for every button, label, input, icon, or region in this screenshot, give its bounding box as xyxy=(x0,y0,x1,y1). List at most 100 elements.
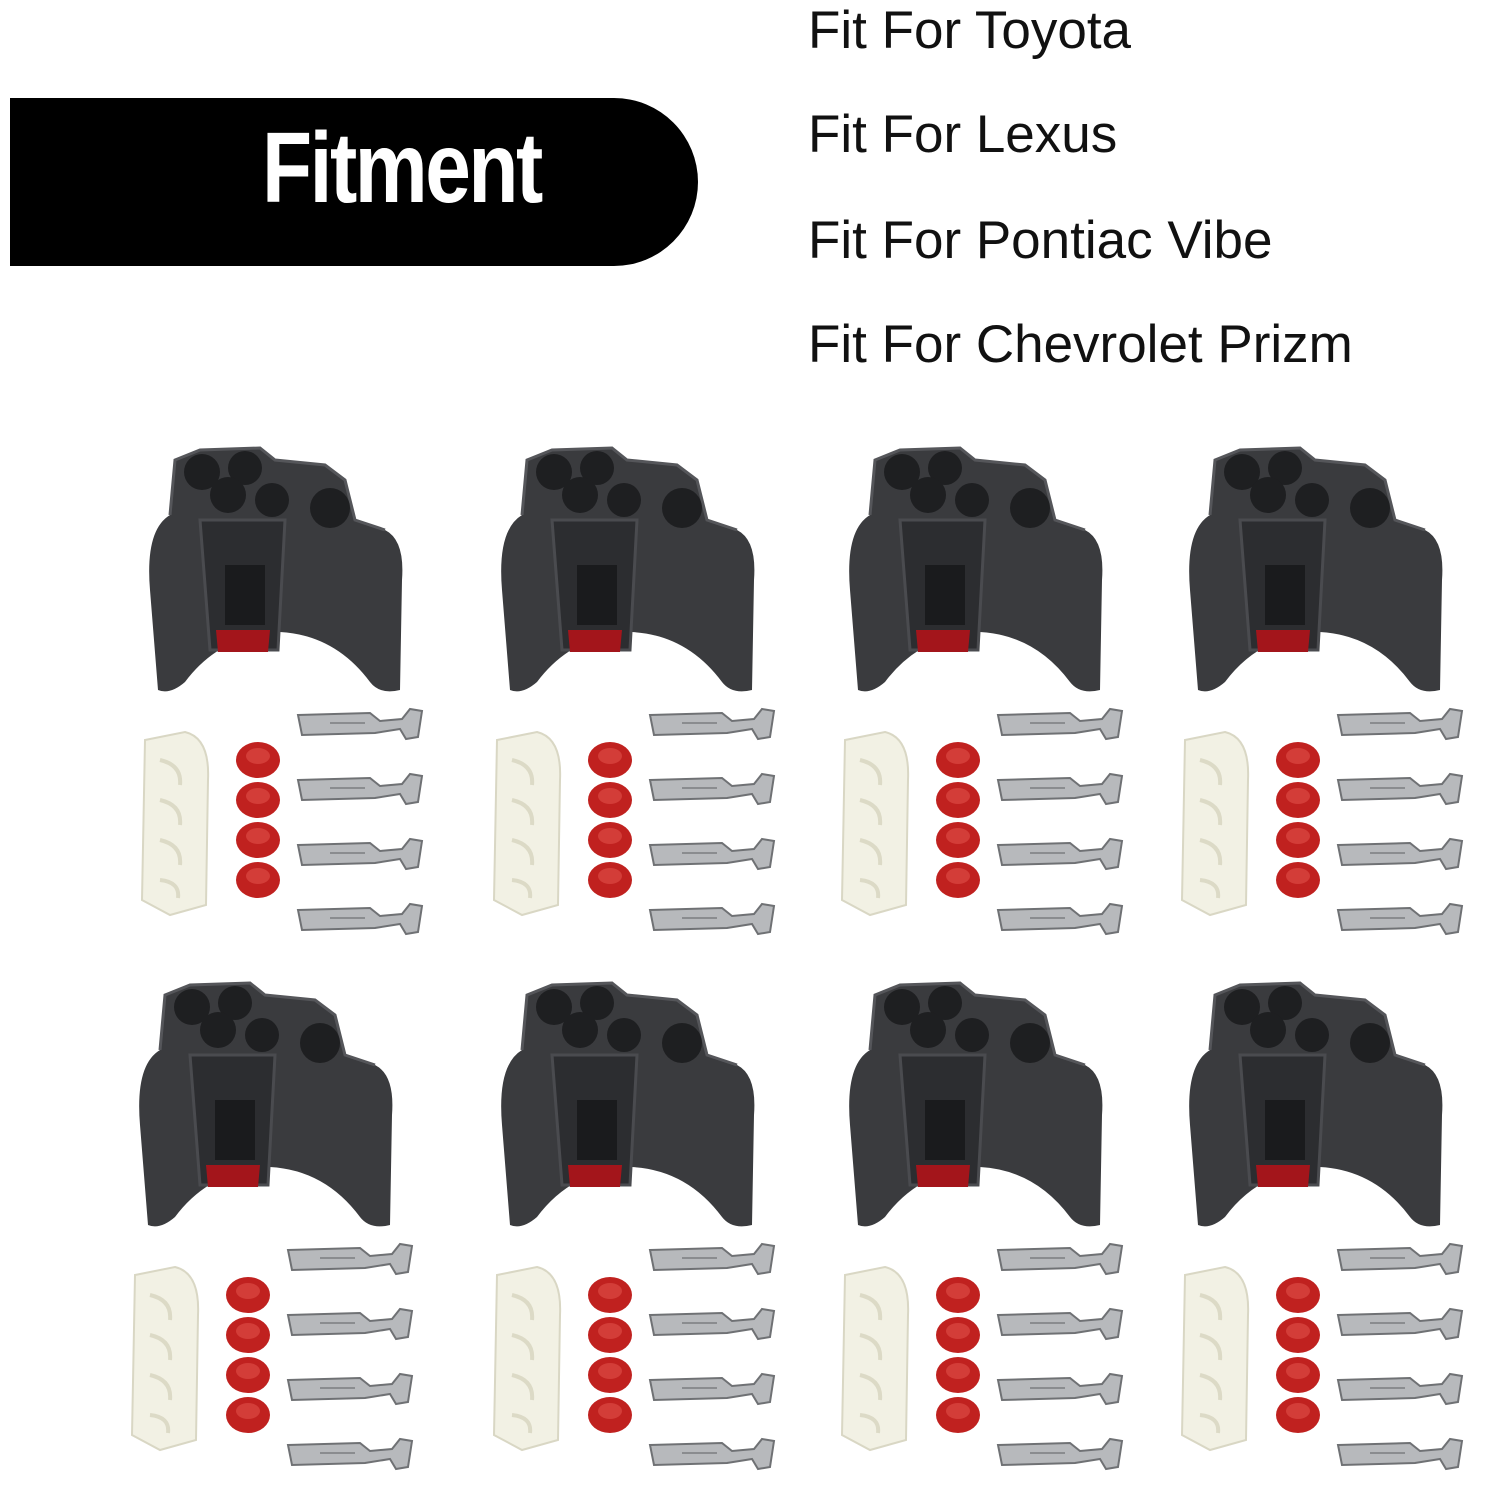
rubber-seal xyxy=(936,742,980,778)
rubber-seal xyxy=(236,742,280,778)
fitment-item-chevrolet: Fit For Chevrolet Prizm xyxy=(808,315,1353,374)
metal-terminal-pin xyxy=(996,902,1124,936)
rubber-seal xyxy=(1276,862,1320,898)
rubber-seal xyxy=(588,1317,632,1353)
white-terminal-insert xyxy=(1180,1265,1250,1452)
rubber-seal xyxy=(236,782,280,818)
metal-terminal-pin xyxy=(296,837,424,871)
metal-terminal-pin xyxy=(1336,1437,1464,1471)
metal-terminal-pin xyxy=(648,1437,776,1471)
rubber-seal xyxy=(1276,742,1320,778)
metal-terminal-pin xyxy=(296,772,424,806)
rubber-seal xyxy=(1276,822,1320,858)
connector-kit-illustration xyxy=(492,981,776,1471)
rubber-seal xyxy=(236,822,280,858)
connector-kit-3 xyxy=(830,420,1130,960)
rubber-seal xyxy=(588,782,632,818)
rubber-seal xyxy=(226,1277,270,1313)
connector-housing xyxy=(849,446,1103,692)
rubber-seal xyxy=(1276,782,1320,818)
connector-kit-illustration xyxy=(1180,446,1464,936)
connector-kit-illustration xyxy=(140,446,424,936)
metal-terminal-pin xyxy=(648,1242,776,1276)
metal-terminal-pin xyxy=(286,1437,414,1471)
white-terminal-insert xyxy=(140,730,210,917)
fitment-banner xyxy=(10,98,698,266)
metal-terminal-pin xyxy=(996,1307,1124,1341)
metal-terminal-pin xyxy=(996,707,1124,741)
rubber-seal xyxy=(936,1317,980,1353)
rubber-seal xyxy=(936,862,980,898)
metal-terminal-pin xyxy=(1336,1372,1464,1406)
metal-terminal-pin xyxy=(996,1372,1124,1406)
fitment-item-pontiac: Fit For Pontiac Vibe xyxy=(808,211,1273,270)
rubber-seal xyxy=(226,1317,270,1353)
fitment-item-lexus: Fit For Lexus xyxy=(808,105,1118,164)
metal-terminal-pin xyxy=(1336,1242,1464,1276)
rubber-seal xyxy=(588,1397,632,1433)
rubber-seal xyxy=(588,822,632,858)
metal-terminal-pin xyxy=(286,1307,414,1341)
connector-kit-6 xyxy=(482,955,782,1495)
metal-terminal-pin xyxy=(286,1242,414,1276)
white-terminal-insert xyxy=(1180,730,1250,917)
connector-housing xyxy=(1189,981,1443,1227)
connector-kit-1 xyxy=(130,420,430,960)
rubber-seal xyxy=(1276,1277,1320,1313)
rubber-seal xyxy=(936,822,980,858)
white-terminal-insert xyxy=(492,1265,562,1452)
rubber-seal xyxy=(236,862,280,898)
metal-terminal-pin xyxy=(648,772,776,806)
metal-terminal-pin xyxy=(996,1437,1124,1471)
rubber-seal xyxy=(588,742,632,778)
metal-terminal-pin xyxy=(296,707,424,741)
rubber-seal xyxy=(226,1357,270,1393)
connector-kit-illustration xyxy=(840,446,1124,936)
fitment-item-toyota: Fit For Toyota xyxy=(808,1,1132,60)
white-terminal-insert xyxy=(840,1265,910,1452)
connector-kit-illustration xyxy=(492,446,776,936)
metal-terminal-pin xyxy=(296,902,424,936)
metal-terminal-pin xyxy=(996,772,1124,806)
rubber-seal xyxy=(1276,1357,1320,1393)
rubber-seal xyxy=(936,782,980,818)
metal-terminal-pin xyxy=(1336,902,1464,936)
metal-terminal-pin xyxy=(1336,837,1464,871)
rubber-seal xyxy=(1276,1397,1320,1433)
metal-terminal-pin xyxy=(648,1307,776,1341)
connector-housing xyxy=(1189,446,1443,692)
fitment-banner-label: Fitment xyxy=(262,112,543,224)
rubber-seal xyxy=(936,1397,980,1433)
connector-kit-illustration xyxy=(840,981,1124,1471)
white-terminal-insert xyxy=(492,730,562,917)
rubber-seal xyxy=(1276,1317,1320,1353)
connector-kit-5 xyxy=(120,955,420,1495)
white-terminal-insert xyxy=(130,1265,200,1452)
rubber-seal xyxy=(936,1277,980,1313)
connector-kit-4 xyxy=(1170,420,1470,960)
metal-terminal-pin xyxy=(996,837,1124,871)
connector-kit-8 xyxy=(1170,955,1470,1495)
metal-terminal-pin xyxy=(286,1372,414,1406)
connector-kit-7 xyxy=(830,955,1130,1495)
rubber-seal xyxy=(588,1357,632,1393)
connector-housing xyxy=(849,981,1103,1227)
metal-terminal-pin xyxy=(1336,707,1464,741)
connector-kit-2 xyxy=(482,420,782,960)
rubber-seal xyxy=(226,1397,270,1433)
connector-kit-illustration xyxy=(130,981,414,1471)
rubber-seal xyxy=(588,862,632,898)
metal-terminal-pin xyxy=(996,1242,1124,1276)
metal-terminal-pin xyxy=(648,837,776,871)
metal-terminal-pin xyxy=(1336,772,1464,806)
connector-housing xyxy=(149,446,403,692)
connector-housing xyxy=(501,981,755,1227)
metal-terminal-pin xyxy=(1336,1307,1464,1341)
connector-housing xyxy=(501,446,755,692)
rubber-seal xyxy=(936,1357,980,1393)
connector-kit-illustration xyxy=(1180,981,1464,1471)
metal-terminal-pin xyxy=(648,707,776,741)
rubber-seal xyxy=(588,1277,632,1313)
connector-housing xyxy=(139,981,393,1227)
metal-terminal-pin xyxy=(648,1372,776,1406)
